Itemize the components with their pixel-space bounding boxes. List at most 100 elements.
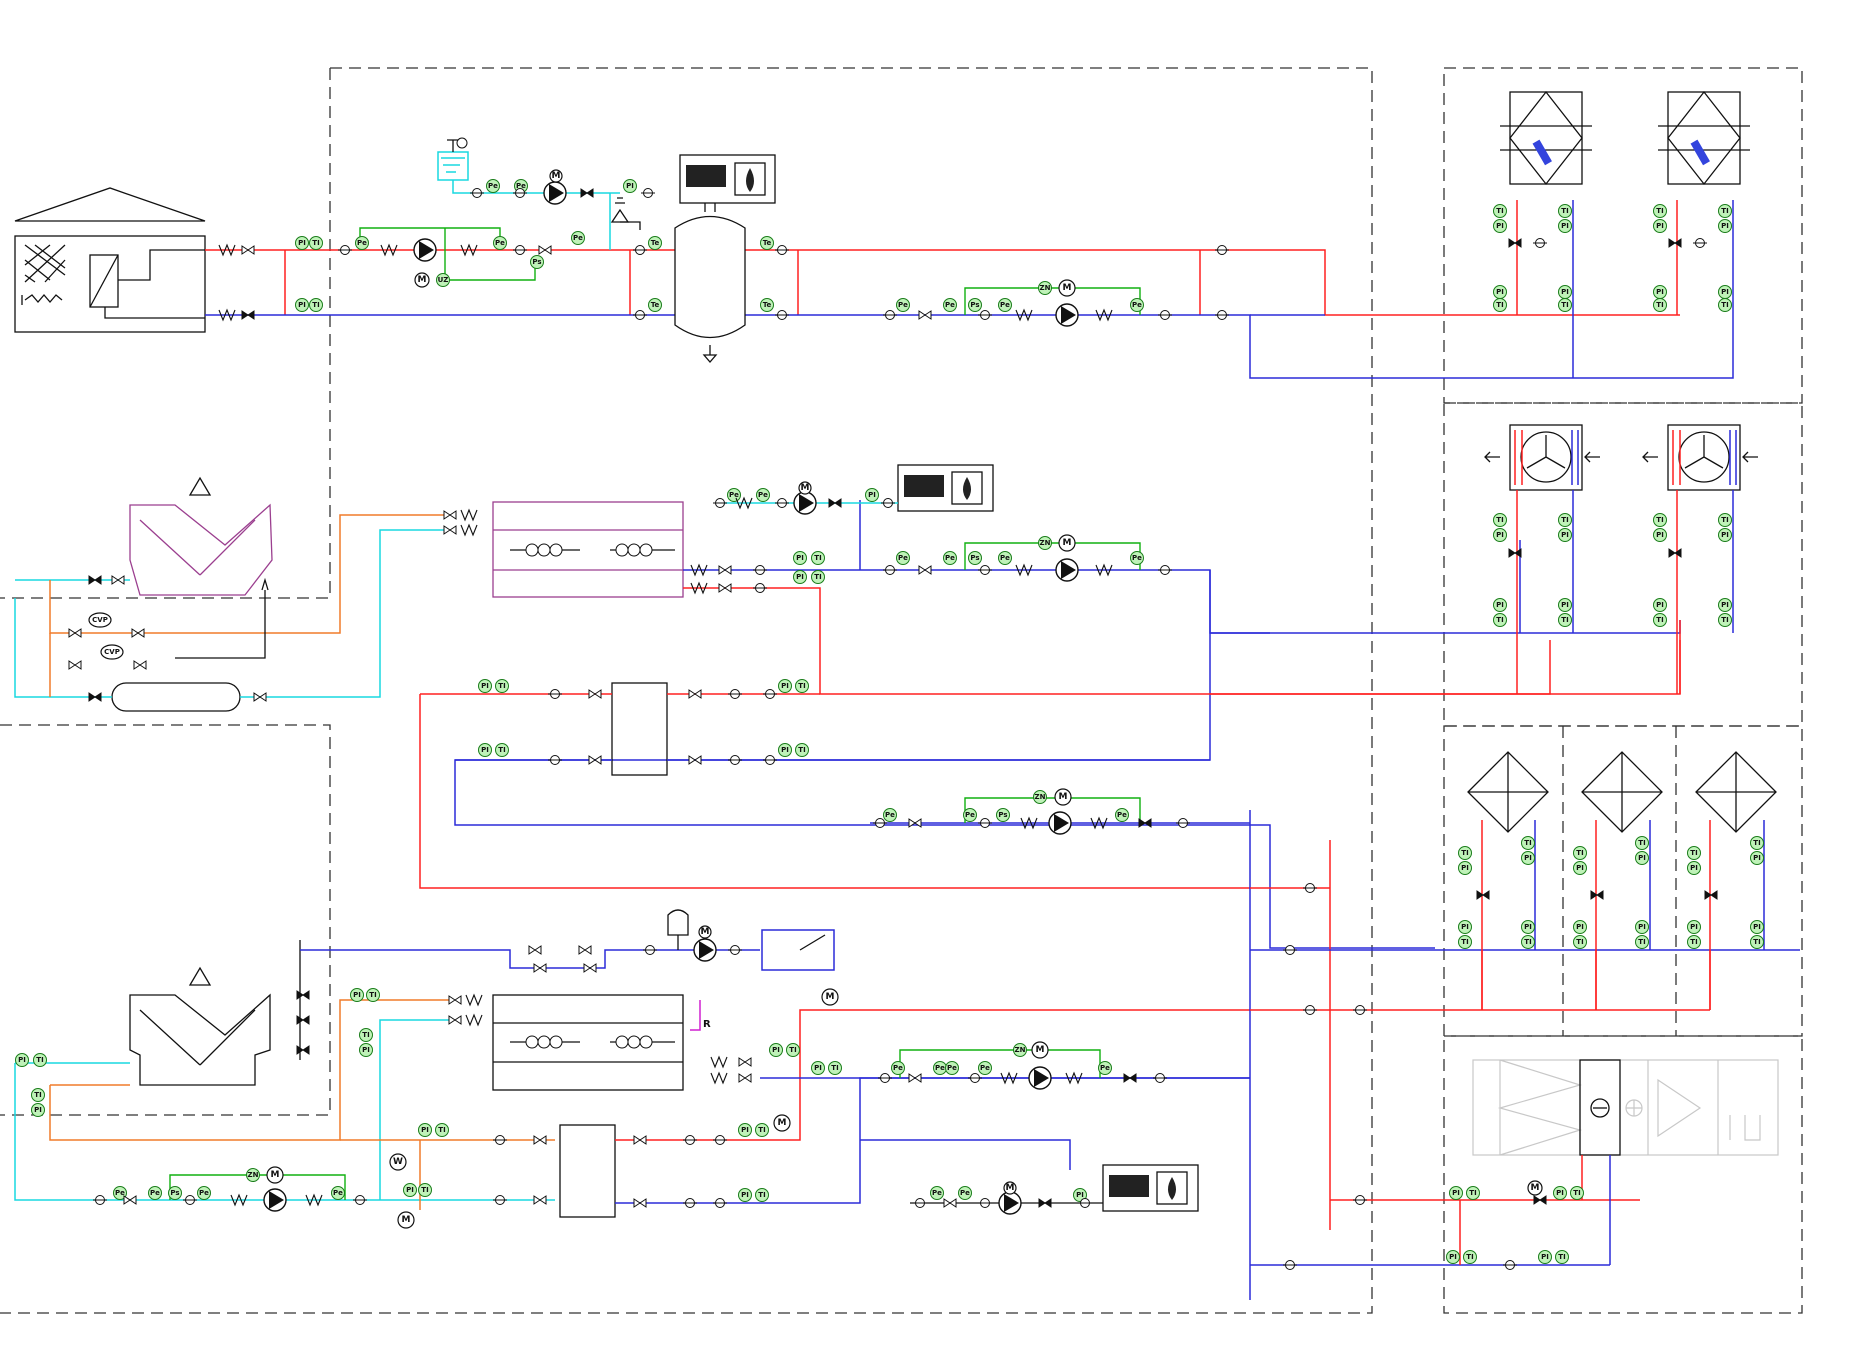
instrument-tag-pi: PI (1718, 285, 1732, 299)
instrument-tag-te: Te (648, 298, 662, 312)
svg-text:PI: PI (1496, 531, 1504, 539)
svg-text:PI: PI (1561, 531, 1569, 539)
svg-text:Pe: Pe (947, 1064, 957, 1072)
svg-text:PI: PI (1541, 1253, 1549, 1261)
svg-text:TI: TI (758, 1191, 765, 1199)
strainer-fitting (492, 1195, 508, 1205)
instrument-tag-pi: PI (1635, 920, 1649, 934)
top-loop-return (205, 200, 1734, 379)
svg-text:Te: Te (763, 239, 772, 247)
instrument-tag-pe: Pe (486, 179, 500, 193)
motor-label: M (1059, 792, 1068, 802)
plate-heat-exchanger-middle (492, 501, 684, 598)
svg-text:Ps: Ps (970, 301, 979, 309)
instrument-tag-pi: PI (1521, 851, 1535, 865)
svg-text:Pe: Pe (758, 491, 768, 499)
flexible-connector (710, 1056, 728, 1068)
instrument-tag-ti: TI (1521, 836, 1535, 850)
instrument-tag-pi: PI (1653, 598, 1667, 612)
instrument-tag-ti: TI (828, 1061, 842, 1075)
strainer-fitting (727, 945, 743, 955)
shutoff-valve (633, 1198, 647, 1208)
motor-label: M (701, 927, 710, 937)
motor-label: M (1036, 1045, 1045, 1055)
svg-text:PI: PI (1496, 288, 1504, 296)
motor-label: M (1531, 1183, 1540, 1193)
strainer-fitting (1175, 818, 1191, 828)
shutoff-valve (908, 818, 922, 828)
svg-text:PI: PI (1461, 923, 1469, 931)
svg-text:PI: PI (1561, 222, 1569, 230)
strainer-fitting (469, 188, 485, 198)
svg-text:PI: PI (298, 239, 306, 247)
instrument-tag-pi: PI (1538, 1250, 1552, 1264)
svg-text:PI: PI (481, 746, 489, 754)
instrument-tag-ti: TI (309, 298, 323, 312)
strainer-fitting (1502, 1260, 1518, 1270)
strainer-fitting (682, 1135, 698, 1145)
svg-text:Pe: Pe (1000, 554, 1010, 562)
instrument-tag-pi: PI (738, 1188, 752, 1202)
shutoff-valve (241, 245, 255, 255)
instrument-tag-pi: PI (1073, 1188, 1087, 1202)
instrument-tag-ti: TI (1635, 935, 1649, 949)
instrument-tag-ti: TI (1458, 935, 1472, 949)
strainer-fitting (977, 818, 993, 828)
cvp-valves: CVP CVP (88, 612, 124, 660)
instrument-tag-ti: TI (1458, 846, 1472, 860)
shutoff-valve (738, 1073, 752, 1083)
instrument-tag-ti: TI (1687, 846, 1701, 860)
strainer-fitting (182, 1195, 198, 1205)
shutoff-valve (583, 963, 597, 973)
instrument-tag-pi: PI (1521, 920, 1535, 934)
instrument-tag-pi: PI (1718, 528, 1732, 542)
svg-text:PI: PI (1690, 864, 1698, 872)
distribution-headers (1249, 810, 1800, 1300)
svg-text:TI: TI (1469, 1189, 1476, 1197)
instrument-tag-ti: TI (1687, 935, 1701, 949)
top-loop-supply (205, 200, 1680, 316)
svg-text:PI: PI (1076, 1191, 1084, 1199)
instrument-tag-pi: PI (811, 1061, 825, 1075)
svg-text:TI: TI (1524, 938, 1531, 946)
svg-text:TI: TI (831, 1064, 838, 1072)
instrument-tag-pi: PI (1493, 528, 1507, 542)
instrument-tag-pi: PI (478, 679, 492, 693)
instrument-tag-ti: TI (1570, 1186, 1584, 1200)
top-feed-pump: M (543, 169, 567, 205)
instrument-tag-pe: Pe (727, 488, 741, 502)
top-distribution-pump: M (964, 279, 1141, 327)
svg-text:PI: PI (741, 1126, 749, 1134)
strainer-fitting (337, 245, 353, 255)
svg-text:Pe: Pe (1132, 301, 1142, 309)
strainer-fitting (727, 755, 743, 765)
flexible-connector (465, 994, 483, 1006)
svg-text:PI: PI (1449, 1253, 1457, 1261)
strainer-fitting (872, 818, 888, 828)
svg-text:TI: TI (421, 1186, 428, 1194)
strainer-fitting (632, 310, 648, 320)
instrument-tag-pi: PI (1653, 285, 1667, 299)
svg-text:Pe: Pe (1000, 301, 1010, 309)
control-panel-top (679, 154, 776, 204)
svg-text:ZN: ZN (1015, 1046, 1026, 1054)
instrument-tag-pe: Pe (998, 298, 1012, 312)
shutoff-valve (296, 1015, 310, 1025)
terminal-units-bottom (1467, 751, 1777, 1010)
instrument-tag-ti: TI (495, 679, 509, 693)
instrument-tag-zn: ZN (246, 1168, 260, 1182)
instrument-tag-pe: Pe (943, 298, 957, 312)
svg-text:TI: TI (1576, 849, 1583, 857)
svg-text:PI: PI (298, 301, 306, 309)
instrument-tag-pi: PI (769, 1043, 783, 1057)
svg-text:Ps: Ps (998, 811, 1007, 819)
instrument-tag-pi: PI (1449, 1186, 1463, 1200)
svg-text:TI: TI (1496, 207, 1503, 215)
instrument-tag-pe: Pe (891, 1061, 905, 1075)
instrument-tag-ti: TI (1653, 513, 1667, 527)
motor-label: M (1063, 538, 1072, 548)
strainer-fitting (92, 1195, 108, 1205)
svg-text:Ps: Ps (170, 1189, 179, 1197)
instrument-tag-pi: PI (623, 179, 637, 193)
